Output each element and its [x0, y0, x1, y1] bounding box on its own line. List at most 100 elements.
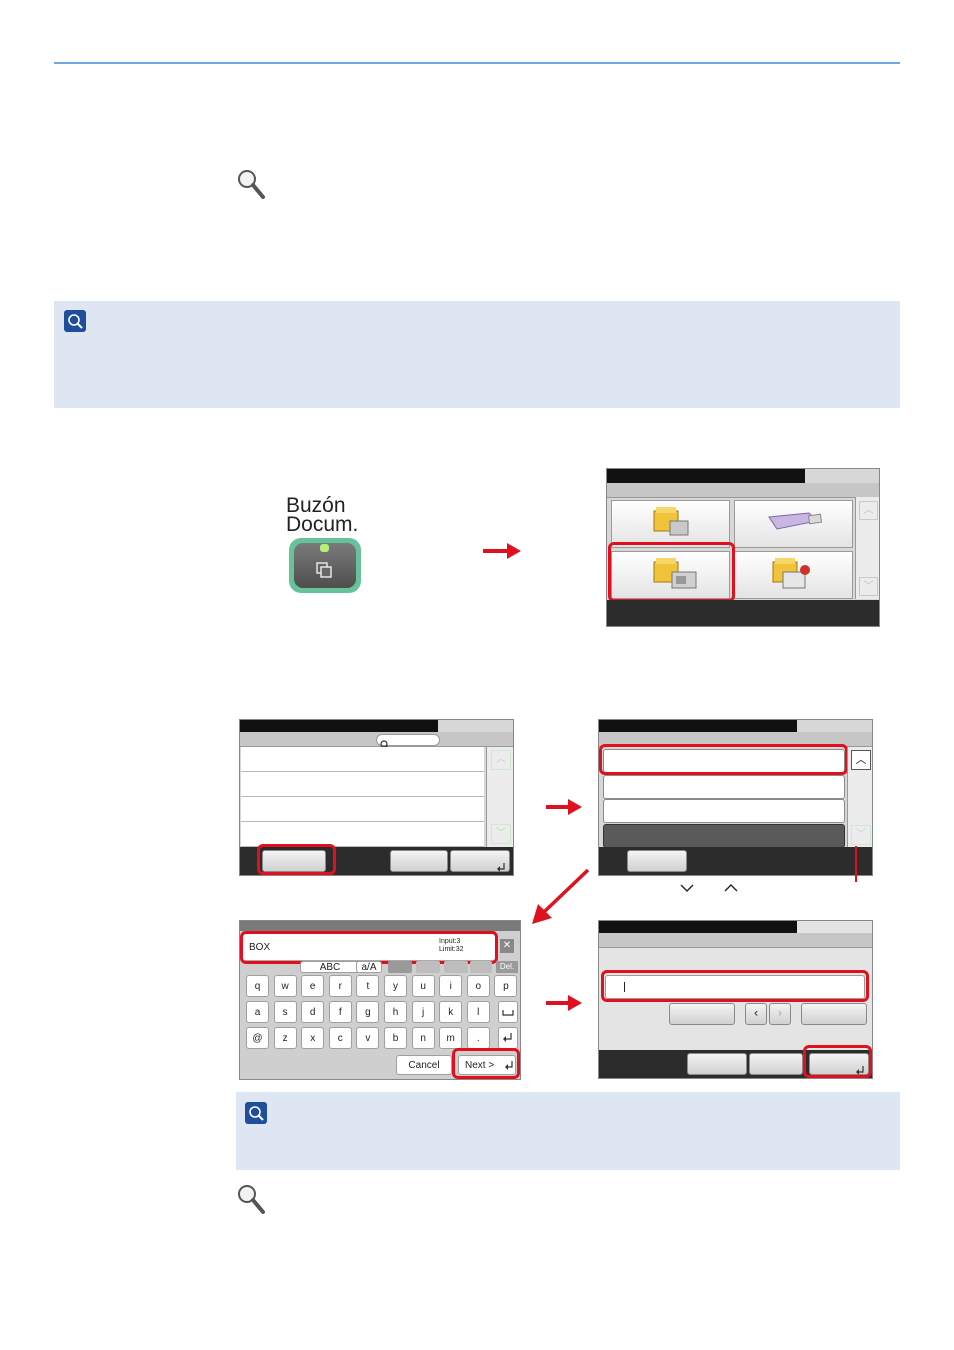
scroll-column: ︿ ﹀ [486, 747, 513, 847]
key-at[interactable]: @ [246, 1027, 269, 1049]
cursor-right-icon[interactable]: › [769, 1003, 791, 1025]
screen-title-bar [607, 469, 805, 483]
enter-icon [505, 1061, 514, 1073]
input-value: BOX [249, 942, 271, 953]
folder-box-icon [652, 505, 692, 543]
note-box [236, 1092, 900, 1170]
search-field[interactable] [376, 734, 440, 750]
setting-row[interactable] [603, 799, 845, 823]
key-n[interactable]: n [411, 1027, 435, 1049]
clear-input-icon[interactable]: ✕ [500, 939, 514, 953]
key-d[interactable]: d [301, 1001, 325, 1023]
note-box [54, 301, 900, 408]
key-indicator-light [320, 544, 329, 552]
key-z[interactable]: z [273, 1027, 297, 1049]
cursor-down-key[interactable] [470, 961, 492, 973]
screen-title-bar [240, 720, 438, 732]
input-counter-current: Input:3 [439, 938, 461, 945]
mode-key-abc[interactable]: ABC [300, 961, 360, 973]
screen-footer-bar [607, 600, 879, 626]
key-t[interactable]: t [356, 975, 380, 997]
list-item[interactable] [241, 772, 484, 797]
mode-key-case[interactable]: a/A [356, 961, 382, 973]
scroll-up-icon[interactable]: ︿ [491, 750, 511, 770]
ok-button[interactable] [809, 1053, 869, 1075]
number-input-field[interactable] [605, 975, 865, 999]
cancel-button[interactable]: Cancel [396, 1055, 452, 1075]
key-o[interactable]: o [466, 975, 490, 997]
key-g[interactable]: g [356, 1001, 380, 1023]
custom-box-tile[interactable] [611, 500, 730, 548]
key-x[interactable]: x [301, 1027, 325, 1049]
note-icon [64, 310, 86, 332]
highlight-input-frame [240, 931, 498, 964]
list-item[interactable] [241, 797, 484, 822]
document-box-key[interactable] [289, 538, 361, 593]
key-y[interactable]: y [384, 975, 407, 997]
header-rule [54, 62, 900, 64]
delete-key[interactable]: Del. [496, 961, 518, 973]
enter-key[interactable] [498, 1027, 518, 1049]
key-w[interactable]: w [273, 975, 297, 997]
minus-button[interactable] [669, 1003, 735, 1025]
reference-magnifier-icon [236, 168, 266, 200]
fax-box-tile[interactable] [611, 551, 730, 599]
scroll-down-icon[interactable]: ﹀ [851, 825, 871, 845]
footer-button[interactable] [749, 1053, 803, 1075]
cursor-up-key[interactable] [444, 961, 468, 973]
document-box-icon [315, 560, 335, 580]
next-button[interactable]: Next > [458, 1055, 516, 1075]
key-m[interactable]: m [439, 1027, 463, 1049]
cursor-left-key[interactable] [388, 961, 412, 973]
footer-button[interactable] [687, 1053, 747, 1075]
highlight-box-name-frame [599, 744, 848, 775]
list-item[interactable] [241, 822, 484, 847]
key-period[interactable]: . [466, 1027, 490, 1049]
add-box-button[interactable] [262, 850, 326, 872]
key-c[interactable]: c [328, 1027, 352, 1049]
job-box-tile[interactable] [734, 551, 853, 599]
key-h[interactable]: h [384, 1001, 407, 1023]
list-item[interactable] [241, 747, 484, 772]
key-label-line2: Docum. [286, 513, 359, 536]
key-p[interactable]: p [494, 975, 518, 997]
key-r[interactable]: r [328, 975, 352, 997]
key-k[interactable]: k [439, 1001, 463, 1023]
screen-footer-bar [240, 847, 513, 875]
footer-button[interactable] [627, 850, 687, 872]
plus-button[interactable] [801, 1003, 867, 1025]
setting-row[interactable] [603, 775, 845, 799]
removable-memory-tile[interactable] [734, 500, 853, 548]
key-b[interactable]: b [384, 1027, 407, 1049]
setting-row-disabled [603, 824, 845, 848]
key-u[interactable]: u [411, 975, 435, 997]
step-arrow-diagonal-icon [528, 868, 590, 928]
key-q[interactable]: q [246, 975, 269, 997]
key-a[interactable]: a [246, 1001, 269, 1023]
scroll-up-icon[interactable]: ︿ [851, 750, 871, 770]
key-label-line1: Buzón [286, 494, 346, 517]
input-counter: Input:3 Limit:32 [439, 938, 464, 954]
callout-line [855, 846, 857, 882]
reference-magnifier-icon [236, 1183, 266, 1215]
cursor-right-key[interactable] [416, 961, 440, 973]
scroll-down-icon[interactable]: ﹀ [859, 577, 878, 596]
document-box-menu-screen: ︿ ﹀ [606, 468, 880, 627]
key-s[interactable]: s [273, 1001, 297, 1023]
footer-enter-button[interactable] [450, 850, 510, 872]
scroll-up-icon[interactable]: ︿ [859, 501, 878, 520]
key-l[interactable]: l [466, 1001, 490, 1023]
key-i[interactable]: i [439, 975, 463, 997]
key-j[interactable]: j [411, 1001, 435, 1023]
space-key[interactable] [498, 1001, 518, 1023]
key-f[interactable]: f [328, 1001, 352, 1023]
scroll-column: ︿ ﹀ [847, 747, 872, 847]
footer-button[interactable] [390, 850, 448, 872]
key-v[interactable]: v [356, 1027, 380, 1049]
key-e[interactable]: e [301, 975, 325, 997]
scroll-down-icon[interactable]: ﹀ [491, 824, 511, 844]
cursor-left-icon[interactable]: ‹ [745, 1003, 767, 1025]
highlight-next-frame [452, 1048, 520, 1079]
